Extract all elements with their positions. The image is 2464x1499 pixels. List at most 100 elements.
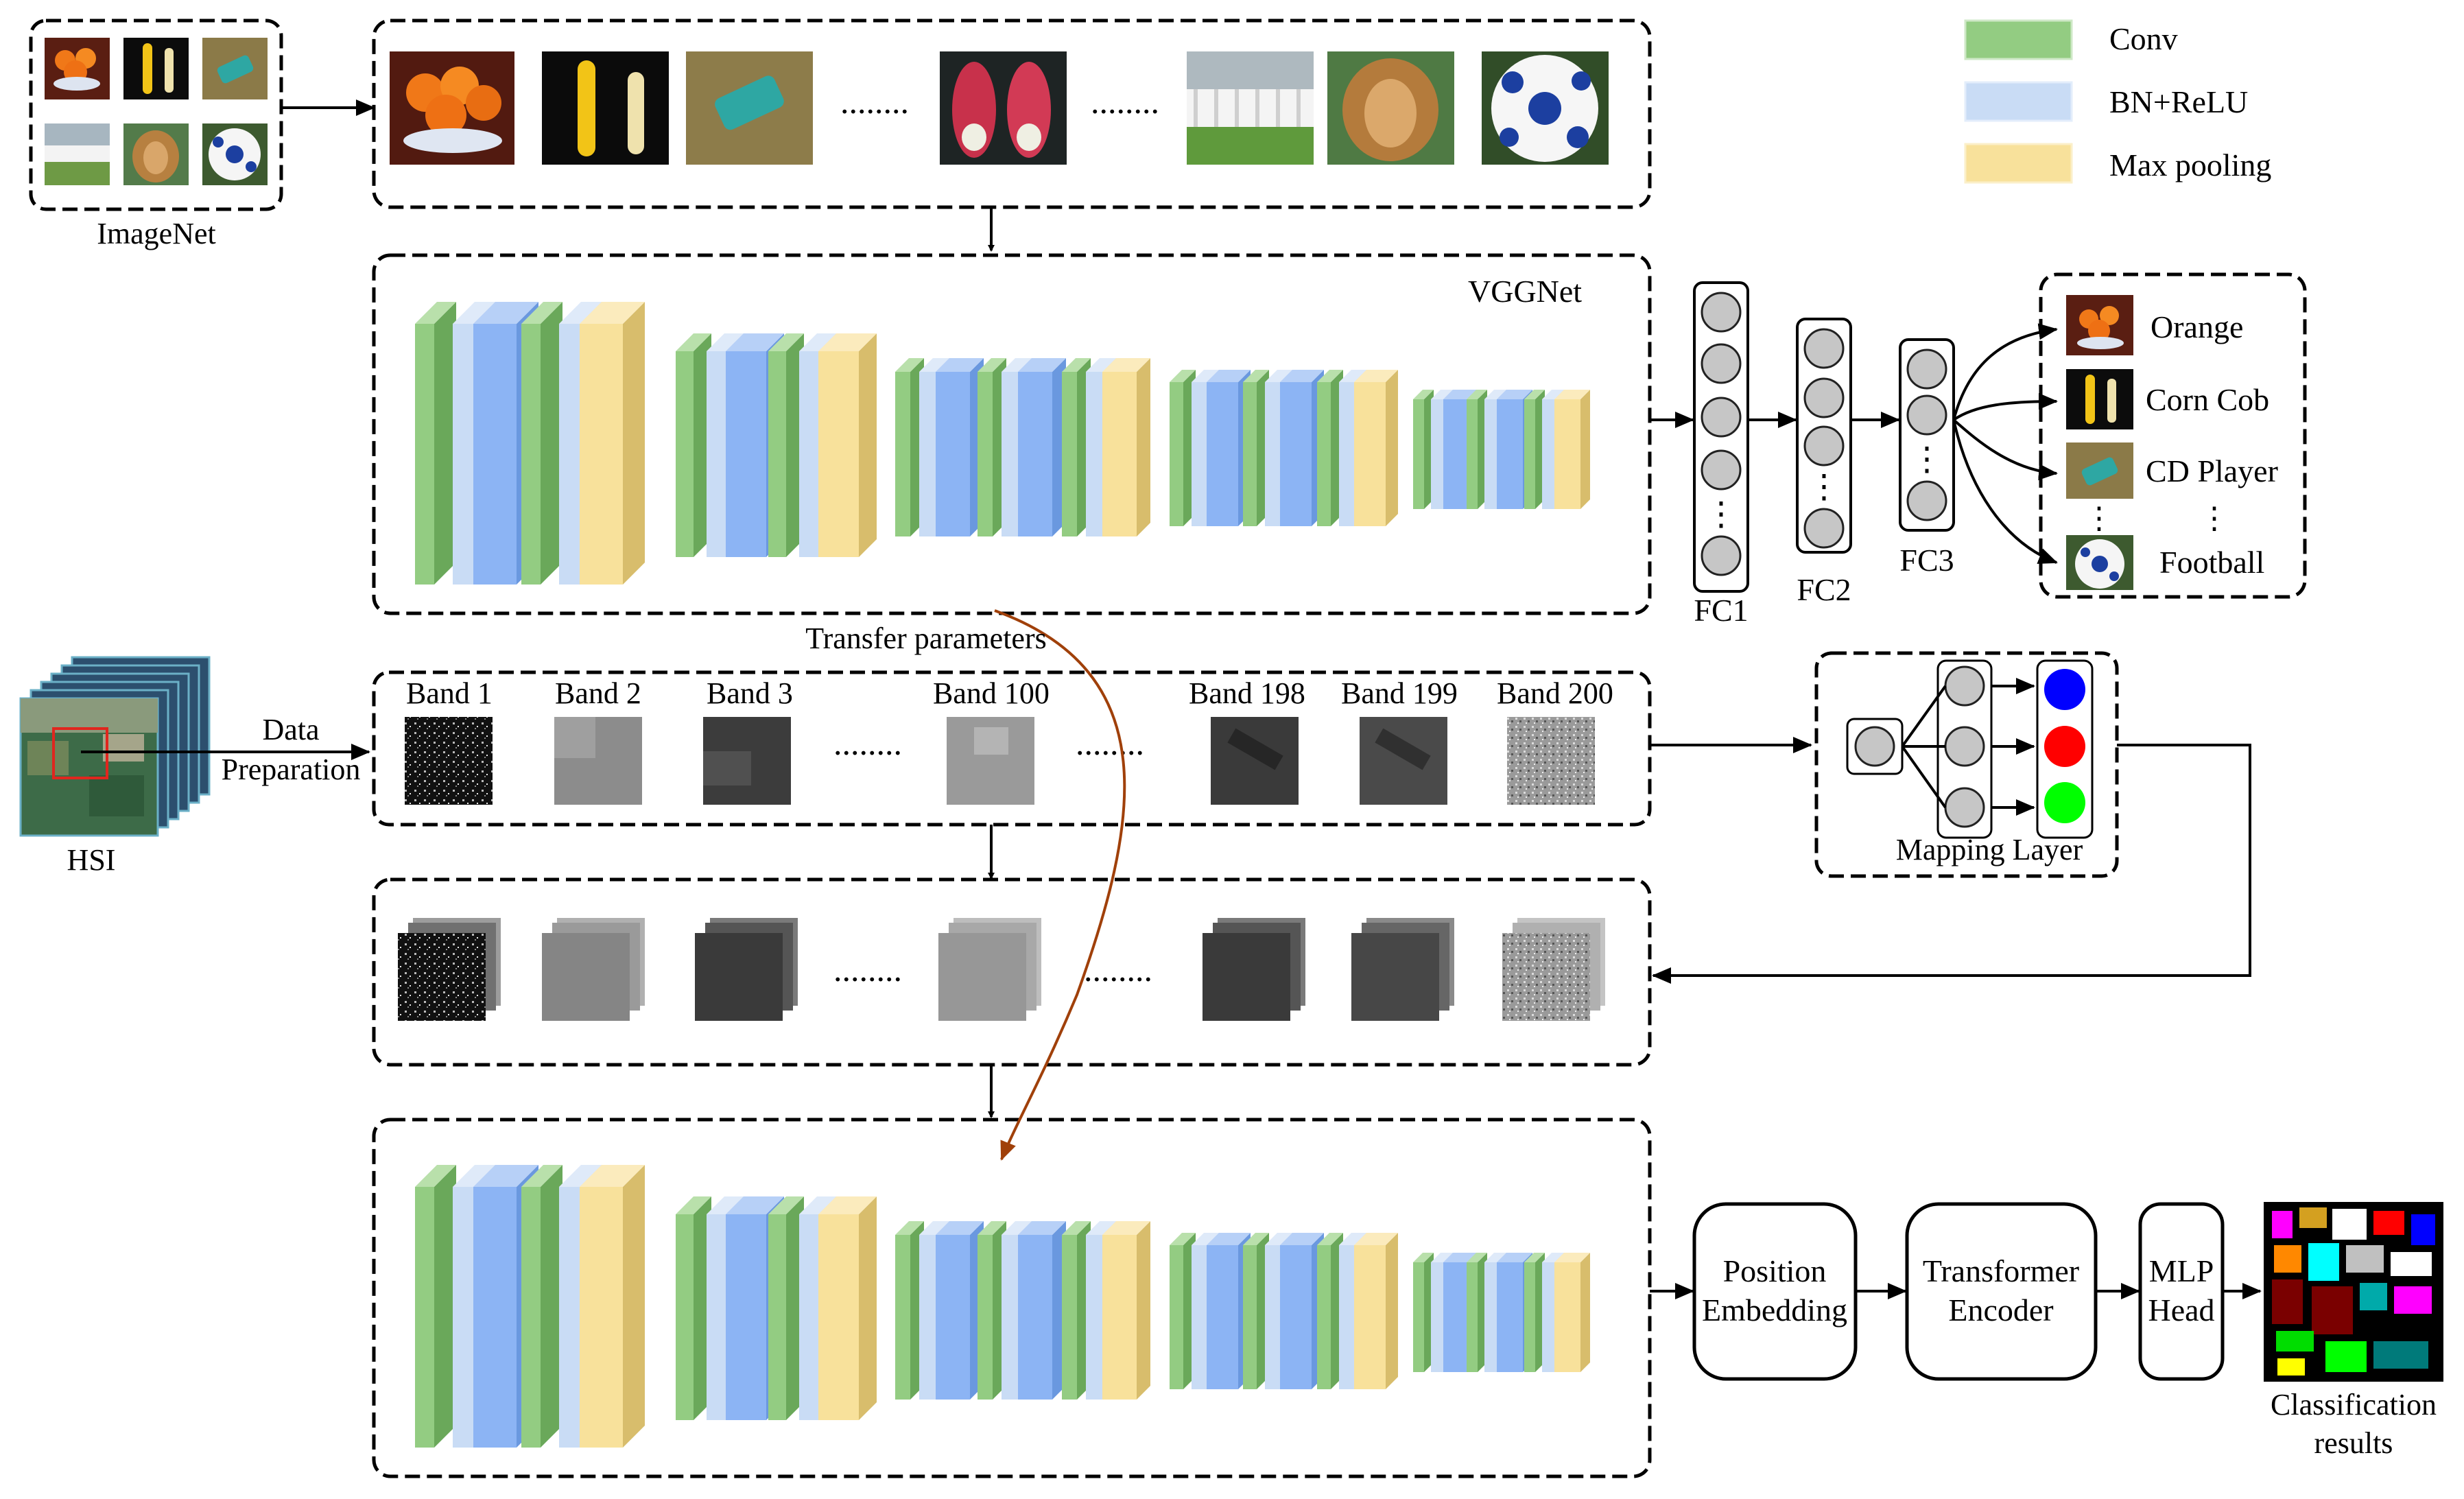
stack-ellipsis-2: ........ bbox=[1084, 950, 1152, 989]
vgg-layer-top bbox=[1086, 358, 1116, 372]
vgg-layer-conv bbox=[521, 324, 541, 585]
class-cdplayer-thumb bbox=[2066, 442, 2133, 499]
samples-ellipsis-2: ........ bbox=[1091, 82, 1159, 121]
imagenet-label: ImageNet bbox=[97, 217, 215, 250]
vgg-layer-top bbox=[1354, 1233, 1398, 1245]
stack-3 bbox=[695, 918, 798, 1021]
vgg-layer-bnrelu bbox=[1484, 1262, 1497, 1372]
vgg-layer-bnrelu bbox=[559, 324, 580, 585]
vgg-layer-side bbox=[1137, 1221, 1150, 1400]
vgg-layer-conv bbox=[1413, 399, 1424, 509]
vgg-layer-feature bbox=[1280, 382, 1312, 526]
transfer-parameters-label: Transfer parameters bbox=[805, 622, 1046, 655]
vgg-layer-top bbox=[1317, 1233, 1343, 1245]
class-vdots-2: ⋮ bbox=[2199, 501, 2229, 535]
band-199-image bbox=[1360, 717, 1447, 805]
vgg-layer-bnrelu bbox=[1339, 1245, 1354, 1389]
transformer-encoder-box bbox=[1905, 1202, 2098, 1381]
pipeline: Position Embedding Transformer Encoder M… bbox=[1650, 1202, 2443, 1460]
vgg-layer-top bbox=[1018, 1221, 1066, 1235]
vgg-layer-feature bbox=[726, 1214, 766, 1420]
class-corn-thumb bbox=[2066, 369, 2133, 429]
vgg-layer-conv bbox=[978, 1235, 993, 1400]
sample-fence bbox=[1187, 51, 1314, 165]
vgg-layer-conv bbox=[415, 1187, 434, 1448]
vgg-layer-conv bbox=[1413, 1262, 1424, 1372]
mlp-head-box bbox=[2138, 1202, 2225, 1381]
vgg-layer-bnrelu bbox=[1086, 372, 1102, 536]
fc1-label: FC1 bbox=[1694, 593, 1748, 628]
bands-ellipsis-2: ........ bbox=[1076, 724, 1144, 762]
stack-5 bbox=[1203, 918, 1305, 1021]
vgg-layer-top bbox=[1265, 1233, 1292, 1245]
vgg-layer-top bbox=[768, 333, 804, 351]
vgg-layer-bnrelu bbox=[919, 1235, 936, 1400]
data-prep-label-2: Preparation bbox=[222, 753, 361, 786]
vgg-layer-maxpool bbox=[580, 324, 623, 585]
fc-layers: ⋮ FC1 ⋮ FC2 ⋮ FC3 bbox=[1650, 281, 2058, 628]
classification-results-label-1: Classification bbox=[2271, 1388, 2437, 1421]
mapping-green-dot bbox=[2044, 782, 2085, 823]
vgg-layer-top bbox=[978, 1221, 1006, 1235]
vgg-layer-maxpool bbox=[1354, 382, 1386, 526]
imagenet-thumb-cdplayer bbox=[202, 38, 268, 99]
vgg-layer-top bbox=[676, 333, 711, 351]
vgg-layer-feature bbox=[1018, 372, 1052, 536]
transformer-encoder-label-2: Encoder bbox=[1948, 1293, 2053, 1327]
vgg-layer-top bbox=[1431, 1253, 1453, 1262]
vgg-layer-side bbox=[1386, 370, 1398, 526]
vgg-layer-feature bbox=[936, 372, 970, 536]
stack-2 bbox=[542, 918, 645, 1021]
sample-orange bbox=[390, 51, 514, 165]
vgg-layer-top bbox=[1542, 390, 1564, 399]
vgg-layer-bnrelu bbox=[1484, 399, 1497, 509]
vgg-layer-conv bbox=[676, 351, 694, 557]
vgg-layer-top bbox=[1086, 1221, 1116, 1235]
vgg-layer-bnrelu bbox=[799, 1214, 818, 1420]
vgg-layer-top bbox=[1207, 370, 1251, 382]
vgg-layer-conv bbox=[895, 1235, 910, 1400]
stacked-bands-panel: ........ ........ bbox=[372, 877, 1652, 1067]
vgg-layer-side bbox=[541, 302, 562, 585]
legend-bnrelu-label: BN+ReLU bbox=[2109, 84, 2248, 119]
samples-ellipsis-1: ........ bbox=[840, 82, 909, 121]
vgg-layer-top bbox=[1243, 370, 1269, 382]
vgg-layer-top bbox=[521, 1165, 562, 1187]
vgg-layer-conv bbox=[895, 372, 910, 536]
vgg-layer-top bbox=[1192, 1233, 1219, 1245]
vgg-layer-top bbox=[895, 1221, 924, 1235]
imagenet-thumb-orange bbox=[45, 38, 110, 99]
vgg-layer-conv bbox=[978, 372, 993, 536]
vgg-layer-conv bbox=[1317, 1245, 1331, 1389]
band-3-label: Band 3 bbox=[707, 676, 793, 710]
stack-7 bbox=[1502, 918, 1605, 1021]
position-embedding-box bbox=[1692, 1202, 1858, 1381]
imagenet-thumb-football bbox=[202, 123, 268, 185]
vgg-layer-bnrelu bbox=[707, 1214, 726, 1420]
fc2-label: FC2 bbox=[1797, 572, 1851, 607]
vgg-layer-bnrelu bbox=[1002, 1235, 1018, 1400]
imagenet-thumb-fence bbox=[45, 123, 110, 185]
vgg-layer-top bbox=[1102, 358, 1150, 372]
vgg-layer-top bbox=[1354, 370, 1398, 382]
vgg-layer-conv bbox=[676, 1214, 694, 1420]
classification-results-label-2: results bbox=[2314, 1426, 2393, 1460]
data-prep-label-1: Data bbox=[262, 713, 319, 746]
vgg-layer-bnrelu bbox=[1431, 1262, 1443, 1372]
band-198-image bbox=[1211, 717, 1299, 805]
vgg-layer-top bbox=[1170, 1233, 1196, 1245]
vgg-layer-top bbox=[415, 302, 456, 324]
vgg-layer-conv bbox=[1467, 399, 1478, 509]
mapping-layer-panel: Mapping Layer bbox=[1814, 651, 2119, 878]
mlp-head-label-1: MLP bbox=[2149, 1253, 2214, 1288]
class-orange-label: Orange bbox=[2151, 309, 2243, 344]
vgg-layer-conv bbox=[1524, 399, 1535, 509]
imagenet-panel: ImageNet bbox=[29, 19, 283, 250]
bands-panel: Band 1 Band 2 Band 3 ........ Band 100 .… bbox=[372, 670, 1652, 827]
sample-shoes bbox=[940, 51, 1067, 165]
vgg-layer-top bbox=[726, 1196, 784, 1214]
vgg-layer-maxpool bbox=[818, 1214, 859, 1420]
vgg-layer-conv bbox=[1317, 382, 1331, 526]
vgg-layer-top bbox=[1413, 1253, 1434, 1262]
vgg-layer-top bbox=[1467, 390, 1487, 399]
